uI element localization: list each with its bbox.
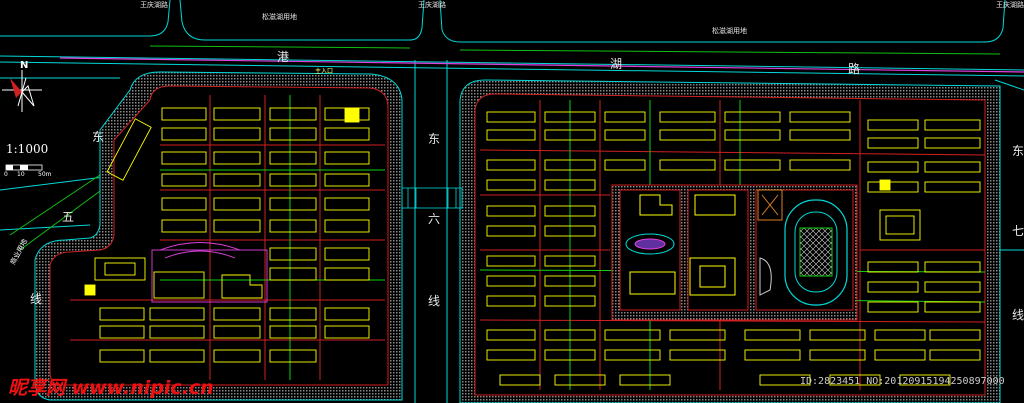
buildings-west bbox=[84, 107, 370, 363]
road-centerline bbox=[59, 57, 1024, 73]
road-label-east-2: 七 bbox=[1012, 224, 1024, 238]
road-label-north-1: 港 bbox=[277, 50, 290, 64]
north-arrow-icon bbox=[2, 70, 42, 112]
scale-tick-0: 0 bbox=[4, 171, 8, 178]
scale-label: 1:1000 bbox=[6, 142, 49, 156]
road-label-center-1: 东 bbox=[428, 132, 441, 146]
road-label-north-3: 路 bbox=[848, 62, 861, 76]
entrance-label: 主入口 bbox=[315, 68, 334, 75]
road-label-center-3: 线 bbox=[428, 294, 441, 308]
road-label-right-edge: 王庆湖路 bbox=[996, 1, 1024, 9]
road-label-west-3: 线 bbox=[30, 292, 43, 306]
road-label-north-2: 湖 bbox=[610, 57, 623, 71]
road-label-east-3: 线 bbox=[1012, 308, 1024, 322]
road-label-east-1: 东 bbox=[1012, 144, 1024, 158]
watermark-brand: 昵享网 www.nipic.cn bbox=[8, 377, 214, 399]
school-campus bbox=[611, 184, 858, 321]
green-belt-label-right: 松滋湖用地 bbox=[712, 27, 747, 35]
road-label-center-2: 六 bbox=[428, 212, 441, 226]
road-label-west-2: 五 bbox=[62, 210, 75, 224]
north-label: N bbox=[20, 60, 29, 71]
bridge bbox=[401, 187, 463, 209]
green-belt-west bbox=[9, 174, 116, 251]
buildings-east bbox=[486, 111, 981, 386]
watermark-id: ID:2823451 NO:20120915194250897000 bbox=[800, 376, 1005, 387]
central-plaza-west bbox=[151, 242, 268, 303]
green-belt-label-left: 松滋湖用地 bbox=[262, 13, 297, 21]
road-label-top-right: 王庆湖路 bbox=[418, 1, 446, 9]
scale-tick-10: 10 bbox=[17, 171, 25, 178]
road-label-west-1: 东 bbox=[92, 130, 105, 144]
green-belt bbox=[149, 45, 1001, 55]
scale-tick-50: 50m bbox=[38, 171, 52, 178]
internal-roads bbox=[70, 95, 986, 390]
west-block-inner bbox=[49, 85, 389, 386]
scale-bar bbox=[5, 164, 43, 171]
road-label-top-left: 王庆湖路 bbox=[140, 1, 168, 9]
